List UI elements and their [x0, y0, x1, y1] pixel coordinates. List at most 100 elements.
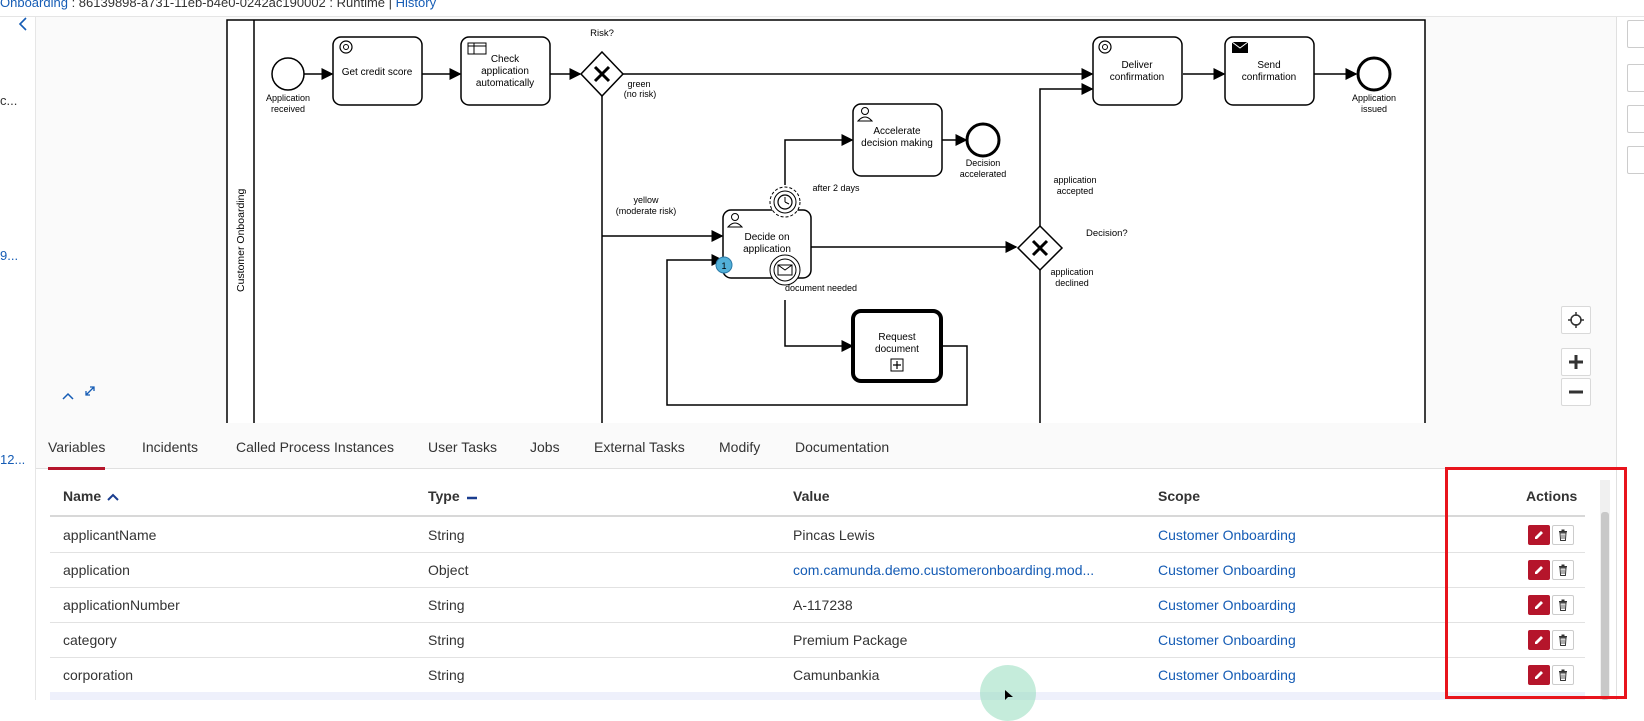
task-check-application[interactable]: Check application automatically — [460, 36, 551, 106]
task-label-line: Send — [1257, 60, 1280, 71]
zoom-in-button[interactable] — [1561, 348, 1591, 376]
cell-value-link[interactable]: com.camunda.demo.customeronboarding.mod.… — [793, 562, 1095, 578]
edit-button[interactable] — [1528, 525, 1550, 545]
table-scrollbar-thumb[interactable] — [1601, 512, 1609, 700]
column-header-name[interactable]: Name — [63, 488, 119, 504]
gateway-decision[interactable]: Decision? — [1016, 224, 1128, 272]
message-boundary-icon — [769, 254, 801, 286]
sequence-flows — [304, 68, 1358, 423]
chevron-left-icon[interactable] — [18, 17, 28, 36]
variables-table: Name Type Value Scope Actions applicantN… — [50, 476, 1610, 700]
flow-label: document needed — [785, 283, 857, 293]
subprocess-request-document[interactable]: Request document — [851, 309, 943, 383]
chevron-up-icon[interactable] — [62, 388, 74, 403]
column-header-type[interactable]: Type — [428, 488, 478, 504]
cell-scope-link[interactable]: Customer Onboarding — [1158, 562, 1296, 578]
task-label-line: Decide on — [744, 232, 789, 243]
cell-scope-link[interactable]: Customer Onboarding — [1158, 527, 1296, 543]
edit-button[interactable] — [1528, 630, 1550, 650]
flow-label-line: application — [1053, 175, 1096, 185]
task-label-line: Accelerate — [873, 126, 921, 137]
flow-label-line: green — [627, 79, 650, 89]
tab-external-tasks[interactable]: External Tasks — [594, 439, 685, 455]
breadcrumb-separator: : — [67, 0, 79, 10]
left-sidebar: c... 9... 12... — [0, 17, 36, 700]
task-accelerate-decision[interactable]: Accelerate decision making — [852, 103, 943, 177]
gear-icon — [1098, 40, 1112, 54]
bpmn-diagram-canvas[interactable]: Customer Onboarding Application received — [36, 17, 1616, 423]
task-deliver-confirmation[interactable]: Deliver confirmation — [1092, 36, 1183, 106]
cell-type: Object — [428, 562, 469, 578]
timer-icon — [769, 186, 801, 218]
right-rail — [1616, 17, 1644, 700]
flow-label-line: declined — [1055, 278, 1089, 288]
delete-button[interactable] — [1552, 630, 1574, 650]
tab-documentation[interactable]: Documentation — [795, 439, 890, 455]
sidebar-truncated-item[interactable]: 12... — [0, 452, 26, 467]
edit-button[interactable] — [1528, 595, 1550, 615]
rail-button[interactable] — [1627, 146, 1644, 174]
breadcrumb-runtime: Runtime — [336, 0, 386, 10]
business-rule-icon — [467, 42, 487, 55]
tab-bar: Variables Incidents Called Process Insta… — [36, 423, 1616, 470]
rail-button[interactable] — [1627, 20, 1644, 48]
start-event-label-line: Application — [266, 93, 310, 103]
table-row — [50, 692, 1585, 700]
end-event-issued[interactable]: Application issued — [1352, 56, 1396, 114]
edit-button[interactable] — [1528, 665, 1550, 685]
user-icon — [726, 213, 744, 228]
task-label-line: Request — [878, 332, 915, 343]
task-label-line: Check — [491, 54, 520, 65]
tab-called-process-instances[interactable]: Called Process Instances — [236, 439, 394, 455]
expand-subprocess-icon[interactable] — [890, 358, 904, 372]
end-event-label-line: Decision — [966, 158, 1001, 168]
user-icon — [856, 107, 874, 122]
delete-button[interactable] — [1552, 560, 1574, 580]
pencil-icon — [1535, 531, 1543, 539]
trash-icon — [1559, 634, 1567, 646]
sidebar-truncated-item[interactable]: c... — [0, 93, 18, 108]
rail-button[interactable] — [1627, 64, 1644, 92]
pencil-icon — [1535, 671, 1543, 679]
delete-button[interactable] — [1552, 525, 1574, 545]
task-send-confirmation[interactable]: Send confirmation — [1224, 36, 1315, 106]
task-label-line: application — [743, 244, 791, 255]
tab-modify[interactable]: Modify — [719, 439, 761, 455]
breadcrumb-history-link[interactable]: History — [395, 0, 437, 10]
sidebar-truncated-item[interactable]: 9... — [0, 248, 19, 263]
tab-variables[interactable]: Variables — [48, 435, 106, 470]
gateway-risk[interactable]: Risk? — [579, 28, 625, 98]
pencil-icon — [1535, 601, 1543, 609]
cell-scope-link[interactable]: Customer Onboarding — [1158, 667, 1296, 683]
tab-jobs[interactable]: Jobs — [530, 439, 560, 455]
zoom-out-button[interactable] — [1561, 378, 1591, 406]
column-header-label: Type — [428, 488, 460, 504]
task-get-credit-score[interactable]: Get credit score — [332, 36, 423, 106]
pencil-icon — [1535, 566, 1543, 574]
breadcrumb-process-link[interactable]: Onboarding — [0, 0, 68, 10]
rail-button[interactable] — [1627, 105, 1644, 133]
cell-name: application — [63, 562, 130, 578]
cell-value: Premium Package — [793, 632, 908, 648]
cell-value: Camunbankia — [793, 667, 880, 683]
flow-label-line: (moderate risk) — [616, 206, 677, 216]
instance-count-badge[interactable]: 1 — [715, 256, 733, 274]
reset-zoom-button[interactable] — [1561, 306, 1591, 334]
delete-button[interactable] — [1552, 595, 1574, 615]
end-event-label-line: Application — [1352, 93, 1396, 103]
tab-incidents[interactable]: Incidents — [142, 439, 199, 455]
start-event[interactable]: Application received — [266, 57, 310, 114]
column-header-value: Value — [793, 488, 830, 504]
plus-icon — [1569, 355, 1583, 369]
end-event-accelerated[interactable]: Decision accelerated — [960, 122, 1007, 179]
delete-button[interactable] — [1552, 665, 1574, 685]
cell-scope-link[interactable]: Customer Onboarding — [1158, 632, 1296, 648]
flow-label-line: accepted — [1057, 186, 1094, 196]
edit-button[interactable] — [1528, 560, 1550, 580]
flow-label: after 2 days — [812, 183, 860, 193]
fullscreen-icon[interactable] — [84, 385, 96, 400]
tab-user-tasks[interactable]: User Tasks — [428, 439, 497, 455]
cell-name: category — [63, 632, 117, 648]
task-label-line: Deliver — [1121, 60, 1153, 71]
cell-scope-link[interactable]: Customer Onboarding — [1158, 597, 1296, 613]
